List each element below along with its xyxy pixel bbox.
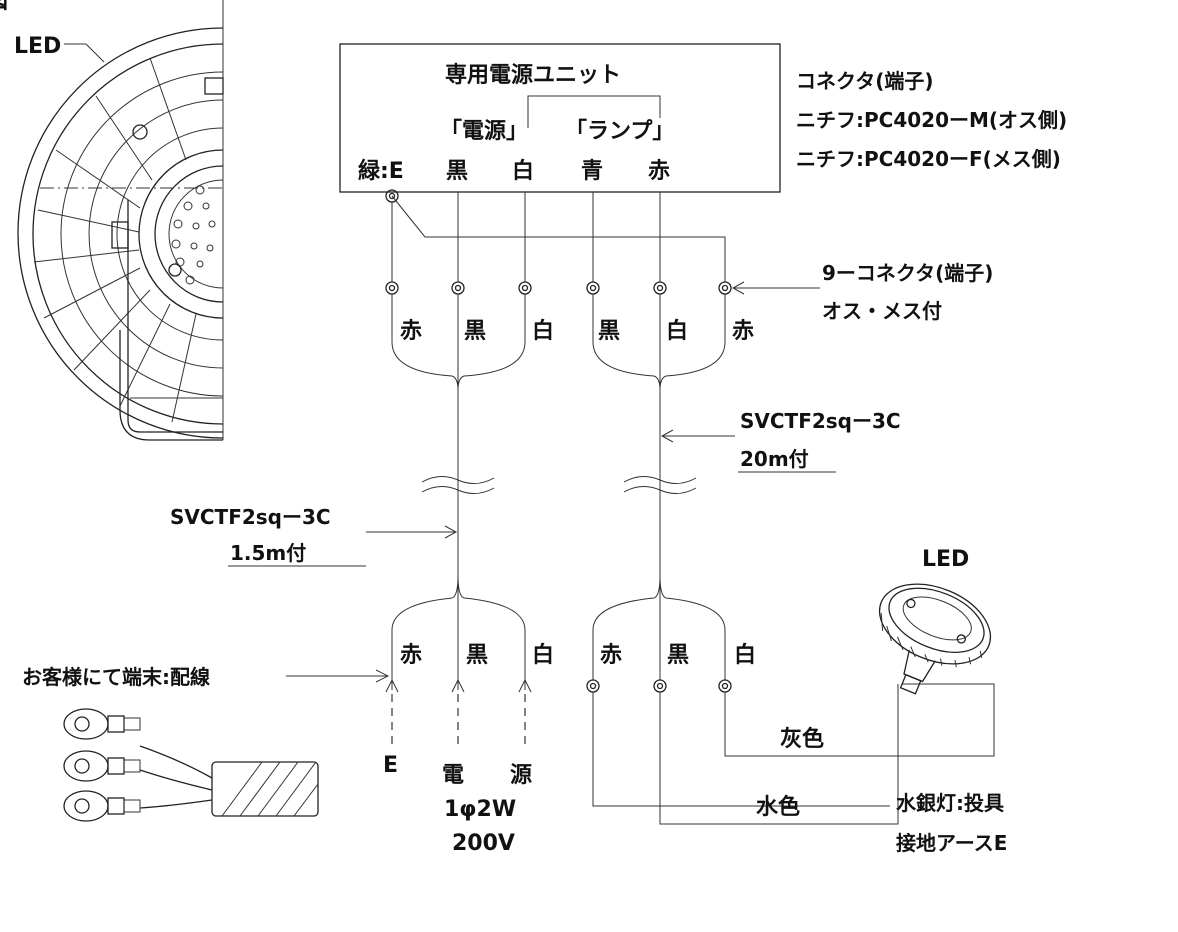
connector-spec-title: コネクタ(端子) xyxy=(796,69,933,93)
mid-color-5: 白 xyxy=(666,318,688,344)
mid-color-3: 白 xyxy=(532,318,554,344)
terminal-blue: 青 xyxy=(581,159,603,184)
group-power-label: 「電源」 xyxy=(440,119,528,144)
lamp-wiring xyxy=(592,683,995,825)
mid-color-4: 黒 xyxy=(598,319,620,344)
figure-label-fragment: 図 xyxy=(0,0,8,14)
mid-color-2: 黒 xyxy=(464,319,486,344)
power-label-den: 電 xyxy=(442,763,464,788)
low-left-color-3: 白 xyxy=(532,642,554,668)
low-left-color-1: 赤 xyxy=(400,643,422,668)
cable-split-lower xyxy=(391,575,726,690)
wire-gray-label: 灰色 xyxy=(780,726,824,752)
upper-wires xyxy=(385,189,726,282)
low-left-color-2: 黒 xyxy=(466,643,488,668)
cable-merge-upper xyxy=(391,294,726,391)
power-label-gen: 源 xyxy=(510,763,532,788)
low-right-color-3: 白 xyxy=(734,642,756,668)
cable-long-spec: SVCTF2sqー3C xyxy=(740,409,901,433)
terminal-black: 黒 xyxy=(446,159,468,184)
cable-short-spec: SVCTF2sqー3C xyxy=(170,505,331,529)
lamp-connectors xyxy=(586,679,732,693)
crimp-terminal-illustration xyxy=(63,708,319,822)
customer-terminal-arrows xyxy=(385,678,532,693)
cable-short-length: 1.5m付 xyxy=(230,541,306,565)
low-right-color-1: 赤 xyxy=(600,643,622,668)
customer-wiring-note: お客様にて端末:配線 xyxy=(22,665,210,689)
mid-connectors xyxy=(385,281,732,295)
connector-callout-line1: 9ーコネクタ(端子) xyxy=(822,261,993,285)
wire-light-blue-label: 水色 xyxy=(756,794,800,820)
power-voltage: 200V xyxy=(452,831,515,856)
power-unit-box xyxy=(339,43,781,193)
power-earth-label: E xyxy=(383,753,398,778)
mid-color-1: 赤 xyxy=(400,319,422,344)
mid-color-6: 赤 xyxy=(732,319,754,344)
led-fixture-illustration xyxy=(17,0,224,441)
mercury-note-line2: 接地アースE xyxy=(896,831,1007,855)
low-right-color-2: 黒 xyxy=(667,643,689,668)
led-label-left: LED xyxy=(14,34,61,59)
terminal-white: 白 xyxy=(512,158,534,184)
cable-long-length: 20m付 xyxy=(740,447,809,471)
led-label-right: LED xyxy=(922,547,969,572)
terminal-earth: 緑:E xyxy=(358,158,404,184)
power-unit-title: 専用電源ユニット xyxy=(445,63,621,88)
connector-callout-line2: オス・メス付 xyxy=(822,299,942,323)
group-lamp-label: 「ランプ」 xyxy=(565,119,674,144)
terminal-red: 赤 xyxy=(648,159,670,184)
power-phase: 1φ2W xyxy=(444,797,516,822)
connector-spec-female: ニチフ:PC4020ーF(メス側) xyxy=(796,147,1061,171)
led-lamp-illustration xyxy=(878,583,992,695)
connector-spec-male: ニチフ:PC4020ーM(オス側) xyxy=(796,108,1067,132)
mercury-note-line1: 水銀灯:投具 xyxy=(896,791,1004,815)
